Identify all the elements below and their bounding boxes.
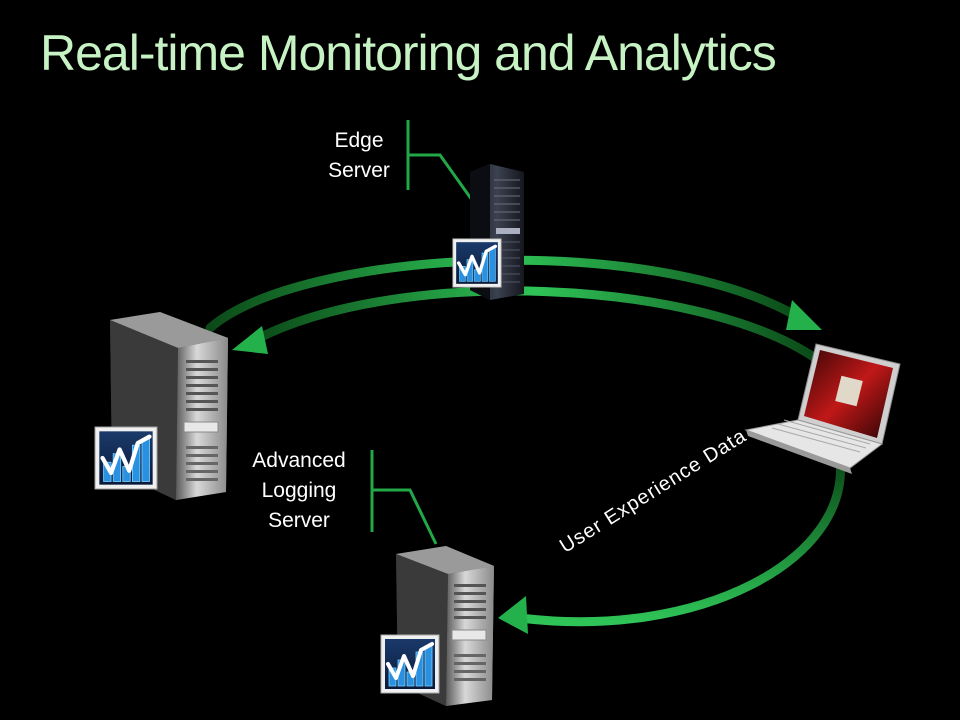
logging-server-connector bbox=[370, 450, 438, 545]
arrow-laptop-to-logging bbox=[515, 455, 845, 627]
edge-server-label: Edge Server bbox=[316, 126, 402, 186]
arrow-laptop-to-origin bbox=[250, 286, 820, 363]
edge-server-label-line: Server bbox=[328, 159, 390, 182]
logging-server-label-line: Advanced bbox=[252, 449, 346, 472]
logging-server-label: Advanced Logging Server bbox=[234, 446, 364, 536]
edge-server-badge-icon bbox=[452, 238, 502, 288]
logging-server-label-line: Server bbox=[268, 509, 330, 532]
logging-server-badge-icon bbox=[380, 634, 440, 694]
arrowhead-right-top bbox=[786, 300, 822, 330]
client-laptop-icon bbox=[744, 343, 901, 474]
origin-server-badge-icon bbox=[95, 427, 157, 489]
edge-server-connector bbox=[406, 120, 474, 201]
arrowhead-left-middle bbox=[232, 326, 268, 354]
edge-server-label-line: Edge bbox=[334, 129, 384, 152]
callout-connectors bbox=[370, 120, 474, 545]
slide-title: Real-time Monitoring and Analytics bbox=[40, 25, 777, 81]
arrowhead-left-bottom bbox=[498, 596, 528, 634]
logging-server-label-line: Logging bbox=[261, 479, 337, 502]
